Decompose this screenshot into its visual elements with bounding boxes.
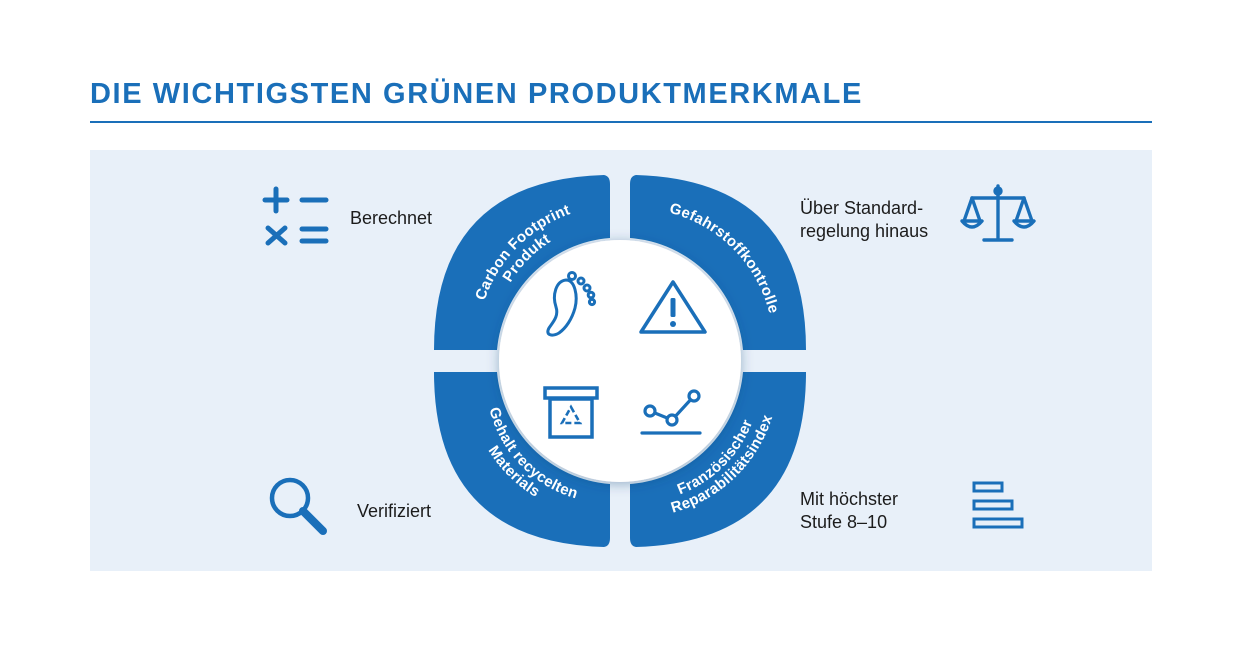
callout-top-right-line-2: regelung hinaus (800, 221, 929, 241)
segment-top-right (630, 175, 806, 350)
callout-top-right: Über Standard- regelung hinaus (800, 197, 928, 243)
callout-top-left-line-1: Berechnet (350, 208, 433, 228)
scales-icon (960, 184, 1036, 242)
magnifier-icon (269, 477, 327, 535)
callout-bottom-right: Mit höchster Stufe 8–10 (800, 488, 898, 534)
bar-levels-icon (972, 481, 1024, 529)
line-chart-icon (640, 389, 702, 435)
callout-bottom-left: Verifiziert (357, 500, 431, 523)
segment-bottom-left (434, 372, 610, 547)
title-divider (90, 121, 1152, 123)
segment-top-left (434, 175, 610, 350)
callout-top-left: Berechnet (350, 207, 432, 230)
segment-bottom-right (630, 372, 806, 547)
callout-bottom-right-line-1: Mit höchster (800, 489, 899, 509)
callout-bottom-right-line-2: Stufe 8–10 (800, 512, 888, 532)
footprint-icon (546, 271, 597, 337)
center-circle (499, 240, 741, 482)
callout-bottom-left-line-1: Verifiziert (357, 501, 432, 521)
recycle-box-icon (543, 386, 599, 439)
callout-top-right-line-1: Über Standard- (800, 198, 924, 218)
page-title: DIE WICHTIGSTEN GRÜNEN PRODUKTMERKMALE (90, 78, 863, 110)
calculator-icon (262, 186, 329, 246)
warning-icon (639, 280, 707, 334)
